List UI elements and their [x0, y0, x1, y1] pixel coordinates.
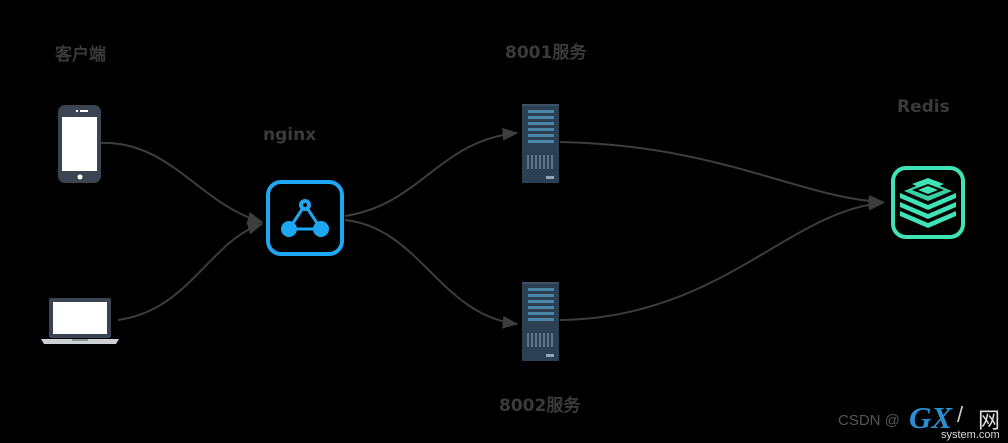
smartphone-icon: [58, 105, 101, 183]
server-8002-icon: [522, 282, 559, 361]
label-service-8001: 8001服务: [505, 43, 587, 63]
database-stack-icon: [891, 166, 965, 239]
watermark-logo-gx: GX: [909, 400, 953, 435]
label-service-8002: 8002服务: [499, 396, 581, 416]
label-redis: Redis: [897, 97, 950, 117]
watermark-csdn: CSDN @: [838, 412, 900, 429]
watermark-logo-net: 网: [978, 409, 1001, 434]
server-8001-icon: [522, 104, 559, 183]
watermark-logo-slash: /: [957, 402, 964, 427]
watermark-logo-domain: system.com: [941, 429, 1000, 441]
label-nginx: nginx: [263, 125, 317, 145]
edge-8001-redis: [559, 141, 885, 208]
edge-phone-nginx: [99, 141, 264, 225]
label-client: 客户端: [55, 45, 106, 65]
network-hub-icon: [266, 180, 344, 256]
edge-nginx-8001: [344, 127, 519, 217]
laptop-icon: [41, 298, 119, 344]
edge-laptop-nginx: [117, 222, 264, 321]
edge-nginx-8002: [344, 219, 519, 329]
edge-8002-redis: [559, 197, 885, 321]
